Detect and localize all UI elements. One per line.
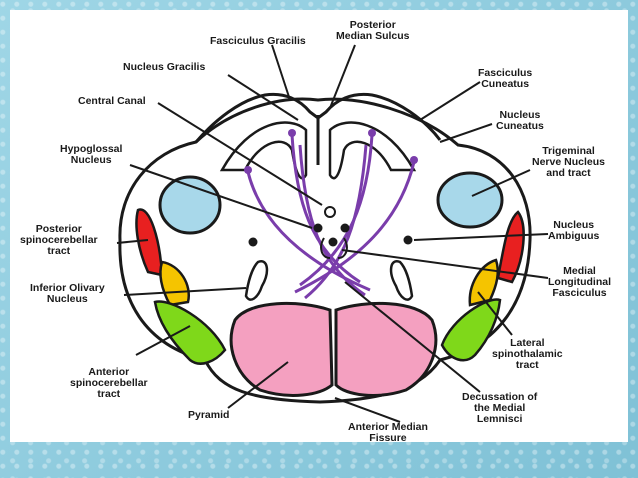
lemniscus-dot xyxy=(288,129,296,137)
label-hypoglossal-nucleus: Hypoglossal Nucleus xyxy=(60,143,123,166)
label-nucleus-cuneatus: Nucleus Cuneatus xyxy=(496,109,544,132)
anterior-spinocerebellar-right xyxy=(440,298,502,362)
label-posterior-spinocerebellar: Posterior spinocerebellar tract xyxy=(20,223,98,257)
pyramid-right xyxy=(334,302,438,397)
trigeminal-nucleus-right xyxy=(436,171,504,229)
label-decussation: Decussation of the Medial Lemnisci xyxy=(462,391,538,425)
label-posterior-median-sulcus: Posterior Median Sulcus xyxy=(336,19,410,42)
label-nucleus-ambiguus: Nucleus Ambiguus xyxy=(548,219,600,242)
inferior-olive-left xyxy=(244,260,269,301)
mlf-dot xyxy=(328,237,338,247)
posterior-spinocerebellar-right xyxy=(496,210,525,284)
label-lateral-spinothalamic: Lateral spinothalamic tract xyxy=(492,337,563,371)
medial-lemnisci xyxy=(246,134,416,300)
hypoglossal-nucleus-left xyxy=(313,223,323,233)
lemniscus-dot xyxy=(368,129,376,137)
central-canal xyxy=(324,206,336,218)
inferior-olive-right xyxy=(389,260,414,301)
inner-gray-outline xyxy=(219,121,308,180)
anterior-spinocerebellar-left xyxy=(153,300,227,365)
label-pyramid: Pyramid xyxy=(188,409,230,421)
lemniscus-dot xyxy=(244,166,252,174)
inner-gray-outline-right xyxy=(328,121,417,180)
label-fasciculus-gracilis: Fasciculus Gracilis xyxy=(210,35,306,47)
lateral-spinothalamic-left xyxy=(159,260,191,307)
label-anterior-median-fissure: Anterior Median Fissure xyxy=(348,421,428,444)
nucleus-ambiguus-right xyxy=(403,235,413,245)
leader-lines xyxy=(116,44,549,423)
mlf-right xyxy=(337,237,348,259)
label-medial-longitudinal: Medial Longitudinal Fasciculus xyxy=(548,265,611,299)
label-central-canal: Central Canal xyxy=(78,95,146,107)
label-anterior-spinocerebellar: Anterior spinocerebellar tract xyxy=(70,366,148,400)
pyramid-left xyxy=(229,302,334,397)
nucleus-ambiguus-left xyxy=(248,237,258,247)
label-inferior-olivary: Inferior Olivary Nucleus xyxy=(30,282,105,305)
label-trigeminal: Trigeminal Nerve Nucleus and tract xyxy=(532,145,605,179)
label-fasciculus-cuneatus: Fasciculus Cuneatus xyxy=(478,67,533,90)
label-nucleus-gracilis: Nucleus Gracilis xyxy=(123,61,206,73)
lemniscus-dot xyxy=(410,156,418,164)
mlf-left xyxy=(320,237,331,259)
hypoglossal-nucleus-right xyxy=(340,223,350,233)
